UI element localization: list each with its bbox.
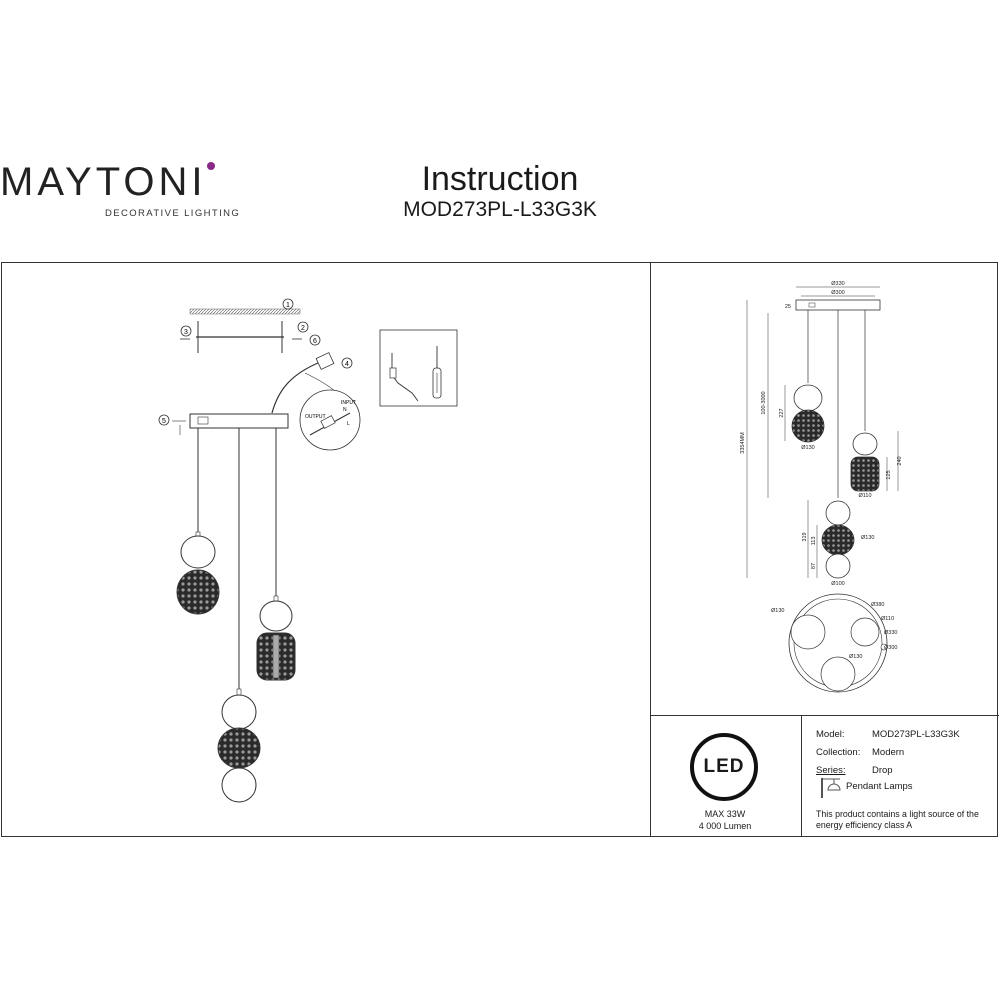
dim-canopy-inner: Ø300	[831, 290, 844, 296]
step-marker-4: 4	[341, 357, 353, 369]
dim-pendant3-bottom-diameter: Ø100	[831, 581, 844, 587]
drawing-frame	[1, 262, 998, 837]
logo-wordmark: MAYTONI	[0, 160, 207, 204]
wiring-detail: OUTPUT INPUT N L	[299, 389, 361, 451]
dim-canopy-outer: Ø330	[831, 281, 844, 287]
svg-text:1: 1	[286, 302, 290, 309]
dim-pendant2-diameter: Ø110	[858, 493, 871, 499]
spec-model-label: Model:	[816, 729, 845, 740]
pendant-left-mesh-shade	[176, 569, 220, 615]
dim-pendant3-bottom: 87	[811, 563, 817, 569]
svg-text:4: 4	[345, 361, 349, 368]
power-info: MAX 33W 4 000 Lumen	[650, 808, 800, 832]
plan-dim-left: Ø130	[771, 608, 784, 614]
brand-logo: MAYTONI DECORATIVE LIGHTING	[0, 160, 239, 222]
plan-dim-ring2: Ø300	[884, 645, 897, 651]
canopy	[189, 413, 289, 429]
step-marker-6: 6	[309, 334, 321, 346]
spec-collection-label: Collection:	[816, 747, 861, 758]
pendant-middle-bottom-globe	[221, 767, 257, 803]
svg-text:L: L	[347, 421, 350, 427]
pendant-left-top-globe	[180, 535, 216, 569]
dim-pendant2-total: 240	[897, 456, 903, 465]
assembly-diagram: 1 2 3 4 5 6 OUTPUT INPUT N L	[158, 298, 458, 803]
pendant-middle-mesh-shade	[217, 727, 261, 769]
dim-cable-length: 100-3000	[761, 391, 767, 414]
step-marker-1: 1	[282, 298, 294, 310]
dim-pendant3-bottom-globe	[825, 553, 851, 579]
ceiling-surface	[189, 308, 301, 315]
pendant-right-top-globe	[259, 600, 293, 632]
pendant-lamp-icon	[821, 778, 841, 798]
dim-pendant3-total: 319	[802, 532, 808, 541]
tools-box	[379, 329, 458, 407]
svg-text:2: 2	[301, 325, 305, 332]
energy-class-note: This product contains a light source of …	[816, 809, 979, 830]
step-marker-2: 2	[297, 321, 309, 333]
frame-divider-vertical	[650, 262, 651, 837]
dim-pendant3-top-globe	[825, 500, 851, 526]
dim-pendant3-mid: 113	[811, 537, 817, 546]
dim-pendant1-mesh	[791, 409, 825, 443]
plan-pendant-left	[790, 614, 826, 650]
dim-max-height: 3354MM	[740, 432, 746, 454]
logo-dot	[207, 162, 215, 170]
dim-pendant2-mesh	[850, 456, 880, 492]
page-title: Instruction	[421, 160, 579, 198]
logo-tagline: DECORATIVE LIGHTING	[105, 208, 241, 219]
plan-dim-right: Ø110	[881, 616, 894, 622]
dim-pendant3-mid-diameter: Ø130	[861, 535, 874, 541]
max-power: MAX 33W	[704, 809, 746, 819]
supply-cable	[271, 362, 319, 414]
pendant-middle-top-globe	[221, 694, 257, 730]
svg-text:5: 5	[162, 418, 166, 425]
dim-pendant2-globe	[852, 432, 878, 456]
terminal-block	[315, 352, 335, 370]
svg-text:OUTPUT: OUTPUT	[305, 414, 326, 420]
lumen-output: 4 000 Lumen	[698, 821, 752, 831]
plan-dim-ring1: Ø330	[884, 630, 897, 636]
svg-text:INPUT: INPUT	[341, 400, 356, 406]
dim-canopy-height: 25	[785, 304, 791, 310]
plan-pendant-bottom	[820, 656, 856, 692]
spec-model-value: MOD273PL-L33G3K	[872, 729, 960, 740]
canopy-elevation	[795, 299, 881, 311]
led-badge-label: LED	[703, 756, 745, 777]
spec-divider	[801, 715, 802, 837]
plan-dim-outer: Ø380	[871, 602, 884, 608]
model-code-heading: MOD273PL-L33G3K	[403, 198, 597, 221]
svg-text:3: 3	[184, 329, 188, 336]
spec-collection-value: Modern	[872, 747, 905, 758]
dim-pendant1-height: 227	[779, 408, 785, 417]
led-badge: LED	[690, 733, 758, 801]
dim-pendant1-diameter: Ø130	[801, 445, 814, 451]
step-marker-5: 5	[158, 414, 170, 426]
spec-series-label: Series:	[816, 765, 846, 776]
step-marker-3: 3	[180, 325, 192, 337]
plan-dim-bottom: Ø130	[849, 654, 862, 660]
dim-pendant2-shade: 125	[886, 470, 892, 479]
svg-text:6: 6	[313, 338, 317, 345]
spec-series-value: Drop	[872, 765, 893, 776]
dim-pendant3-mesh	[821, 524, 855, 556]
dimension-drawing: Ø330 Ø300 25 3354MM 100-3000 227 Ø130 24…	[740, 281, 903, 693]
plan-pendant-right	[850, 617, 880, 647]
dim-pendant1-globe	[793, 384, 823, 412]
frame-divider-horizontal	[650, 715, 999, 716]
svg-text:N: N	[343, 407, 347, 413]
spec-type-value: Pendant Lamps	[846, 781, 913, 792]
